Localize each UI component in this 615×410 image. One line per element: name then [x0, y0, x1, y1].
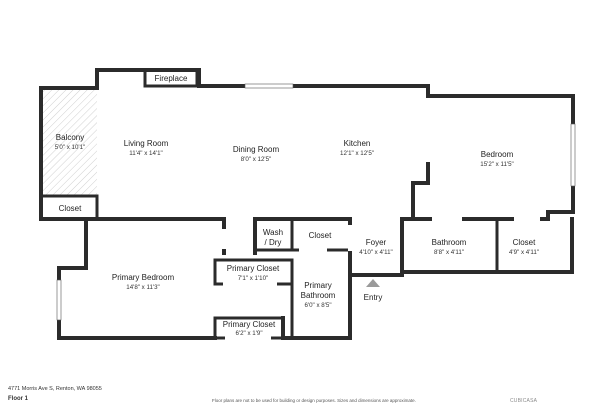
- primary-bedroom-name: Primary Bedroom: [112, 273, 175, 282]
- door-openings: [218, 143, 540, 340]
- primary-closet-1-name: Primary Closet: [227, 264, 280, 273]
- closet-bed-name: Closet: [513, 238, 536, 247]
- primary-bathroom-name-2: Bathroom: [301, 291, 336, 300]
- bedroom-dims: 15'2" x 11'5": [480, 161, 513, 168]
- primary-bedroom-dims: 14'8" x 11'3": [126, 284, 159, 291]
- address-text: 4771 Morris Ave S, Renton, WA 98055: [8, 386, 102, 392]
- primary-closet-2-dims: 6'2" x 1'9": [235, 330, 262, 337]
- closet-balcony-name: Closet: [59, 204, 82, 213]
- dining-room-name: Dining Room: [233, 145, 280, 154]
- floor-label: Floor 1: [8, 396, 29, 402]
- kitchen-dims: 12'1" x 12'5": [340, 150, 374, 157]
- primary-bathroom-dims: 6'0" x 8'5": [304, 302, 331, 309]
- balcony-floor: [42, 89, 97, 196]
- dining-room-dims: 8'0" x 12'5": [241, 156, 272, 163]
- disclaimer-text: Floor plans are not to be used for build…: [212, 398, 416, 403]
- balcony-dims: 5'0" x 10'1": [55, 144, 86, 151]
- entry-arrow-icon: [366, 279, 380, 287]
- living-room-dims: 11'4" x 14'1": [129, 150, 162, 157]
- closet-bed-dims: 4'9" x 4'11": [509, 249, 539, 256]
- windows: [56, 83, 576, 321]
- entry-label: Entry: [364, 293, 383, 302]
- bathroom-name: Bathroom: [432, 238, 467, 247]
- primary-bathroom-name-1: Primary: [304, 281, 332, 290]
- balcony-name: Balcony: [56, 133, 84, 142]
- primary-closet-1-dims: 7'1" x 1'10": [238, 275, 269, 282]
- closet-hall-name: Closet: [309, 231, 332, 240]
- brand-logo: CUBICASA: [510, 398, 538, 404]
- wash-dry-name-2: / Dry: [265, 238, 282, 247]
- foyer-name: Foyer: [366, 238, 387, 247]
- bathroom-dims: 8'8" x 4'11": [434, 249, 464, 256]
- living-room-name: Living Room: [124, 139, 169, 148]
- fireplace-label: Fireplace: [155, 74, 188, 83]
- kitchen-name: Kitchen: [344, 139, 371, 148]
- bedroom-name: Bedroom: [481, 150, 514, 159]
- primary-closet-2-name: Primary Closet: [223, 320, 276, 329]
- foyer-dims: 4'10" x 4'11": [359, 249, 392, 256]
- wash-dry-name-1: Wash: [263, 228, 283, 237]
